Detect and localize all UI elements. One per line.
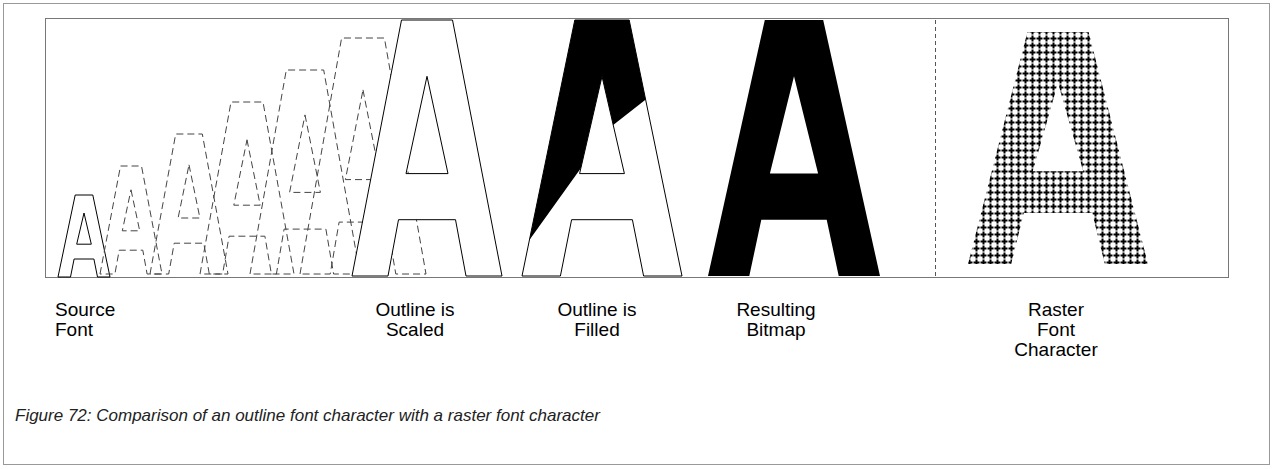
scaling-glyph	[250, 70, 360, 274]
outer-frame	[4, 4, 1270, 465]
step-label: Resulting Bitmap	[726, 300, 826, 340]
step-label: Outline is Filled	[547, 300, 647, 340]
diagram-frame	[46, 19, 1229, 278]
source-glyph	[58, 195, 110, 277]
bitmap-glyph	[708, 20, 880, 276]
figure-caption: Figure 72: Comparison of an outline font…	[15, 406, 600, 426]
fill-region	[522, 20, 682, 250]
filling-glyph-ground	[522, 20, 682, 276]
filling-glyph	[522, 20, 682, 276]
raster-glyph	[960, 28, 1156, 268]
separator-line	[935, 20, 936, 276]
scaling-glyph	[150, 134, 228, 274]
scaled-glyph	[352, 20, 502, 276]
glyph-group	[58, 20, 1156, 277]
step-label: Source Font	[55, 300, 135, 340]
step-label: Outline is Scaled	[365, 300, 465, 340]
scaling-glyph	[200, 102, 294, 274]
step-label: Raster Font Character	[1008, 300, 1104, 360]
